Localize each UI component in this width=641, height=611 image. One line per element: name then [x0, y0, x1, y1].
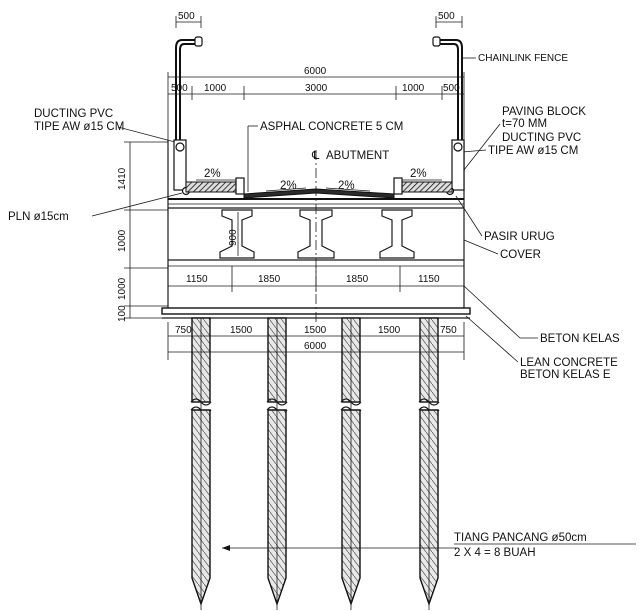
dim-height-1000-a: 1000 [117, 229, 128, 252]
dim-span-1150-right: 1150 [418, 274, 440, 285]
duct-left-icon [175, 142, 185, 152]
label-pasir-urug: PASIR URUG [484, 231, 555, 243]
dim-pile-1500-c: 1500 [378, 325, 401, 336]
chainlink-fence-right [432, 36, 463, 150]
duct-right-icon [453, 142, 463, 152]
label-tiang-2: 2 X 4 = 8 BUAH [454, 547, 536, 559]
label-beton-kelas: BETON KELAS [540, 333, 620, 345]
dim-height-1000-b: 1000 [117, 277, 128, 300]
chainlink-fence-left [175, 36, 203, 150]
pile-1 [190, 317, 212, 610]
dim-span-1850-left: 1850 [258, 274, 281, 285]
dim-total-width: 6000 [304, 66, 327, 77]
label-lean-concrete-2: BETON KELAS E [520, 369, 611, 381]
label-abutment: ABUTMENT [326, 150, 389, 162]
pile-2 [266, 317, 288, 610]
dim-seg-3000: 3000 [305, 83, 328, 94]
dim-span-1150-left: 1150 [186, 274, 208, 285]
dim-seg-500-right: 500 [443, 83, 460, 94]
slope-right-sidewalk: 2% [410, 168, 427, 180]
deck-width-dimensions: 6000 500 1000 3000 1000 500 [167, 66, 465, 140]
label-lean-concrete-1: LEAN CONCRETE [520, 357, 618, 369]
dim-span-1850-right: 1850 [346, 274, 369, 285]
fence-width-dimensions: 500 500 [175, 11, 463, 28]
height-dimensions: 1410 1000 1000 100 [117, 141, 168, 322]
label-ducting-right-2: TIPE AW ø15 CM [488, 145, 578, 157]
slope-left-sidewalk: 2% [204, 168, 221, 180]
pile-4 [418, 317, 440, 610]
abutment-symbol: ℄ [311, 150, 320, 162]
dim-height-100: 100 [117, 305, 128, 322]
dim-girder-900: 900 [228, 229, 239, 246]
label-ducting-left-1: DUCTING PVC [34, 108, 113, 120]
girders [219, 209, 415, 259]
slope-left-road: 2% [280, 180, 297, 192]
label-pln: PLN ø15cm [8, 211, 69, 223]
piles [190, 317, 440, 610]
label-cover: COVER [500, 249, 541, 261]
dim-pile-750-left: 750 [175, 325, 192, 336]
dim-pile-1500-a: 1500 [230, 325, 253, 336]
dim-seg-1000-right: 1000 [402, 83, 425, 94]
dim-top-right: 500 [438, 11, 455, 22]
label-ducting-left-2: TIPE AW ø15 CM [34, 121, 124, 133]
label-paving-2: t=70 MM [502, 118, 547, 130]
dim-height-1410: 1410 [117, 167, 128, 190]
pile-note: TIANG PANCANG ø50cm 2 X 4 = 8 BUAH [222, 532, 636, 559]
label-ducting-right-1: DUCTING PVC [502, 132, 581, 144]
slope-right-road: 2% [338, 180, 355, 192]
label-asphalt: ASPHAL CONCRETE 5 CM [260, 121, 403, 133]
dim-pile-750-right: 750 [440, 325, 457, 336]
dim-seg-1000-left: 1000 [204, 83, 227, 94]
label-chainlink-fence: CHAINLINK FENCE [478, 53, 568, 64]
dim-pile-1500-b: 1500 [304, 325, 327, 336]
label-paving-1: PAVING BLOCK [502, 106, 586, 118]
slope-markers: 2% 2% 2% 2% [196, 168, 442, 192]
dim-seg-500-left: 500 [171, 83, 188, 94]
dim-top-left: 500 [178, 11, 195, 22]
label-tiang-1: TIANG PANCANG ø50cm [454, 532, 587, 544]
pile-spacing-dimensions: 750 1500 1500 1500 750 6000 [167, 322, 465, 360]
dim-pile-total: 6000 [304, 341, 327, 352]
pile-3 [340, 317, 362, 610]
